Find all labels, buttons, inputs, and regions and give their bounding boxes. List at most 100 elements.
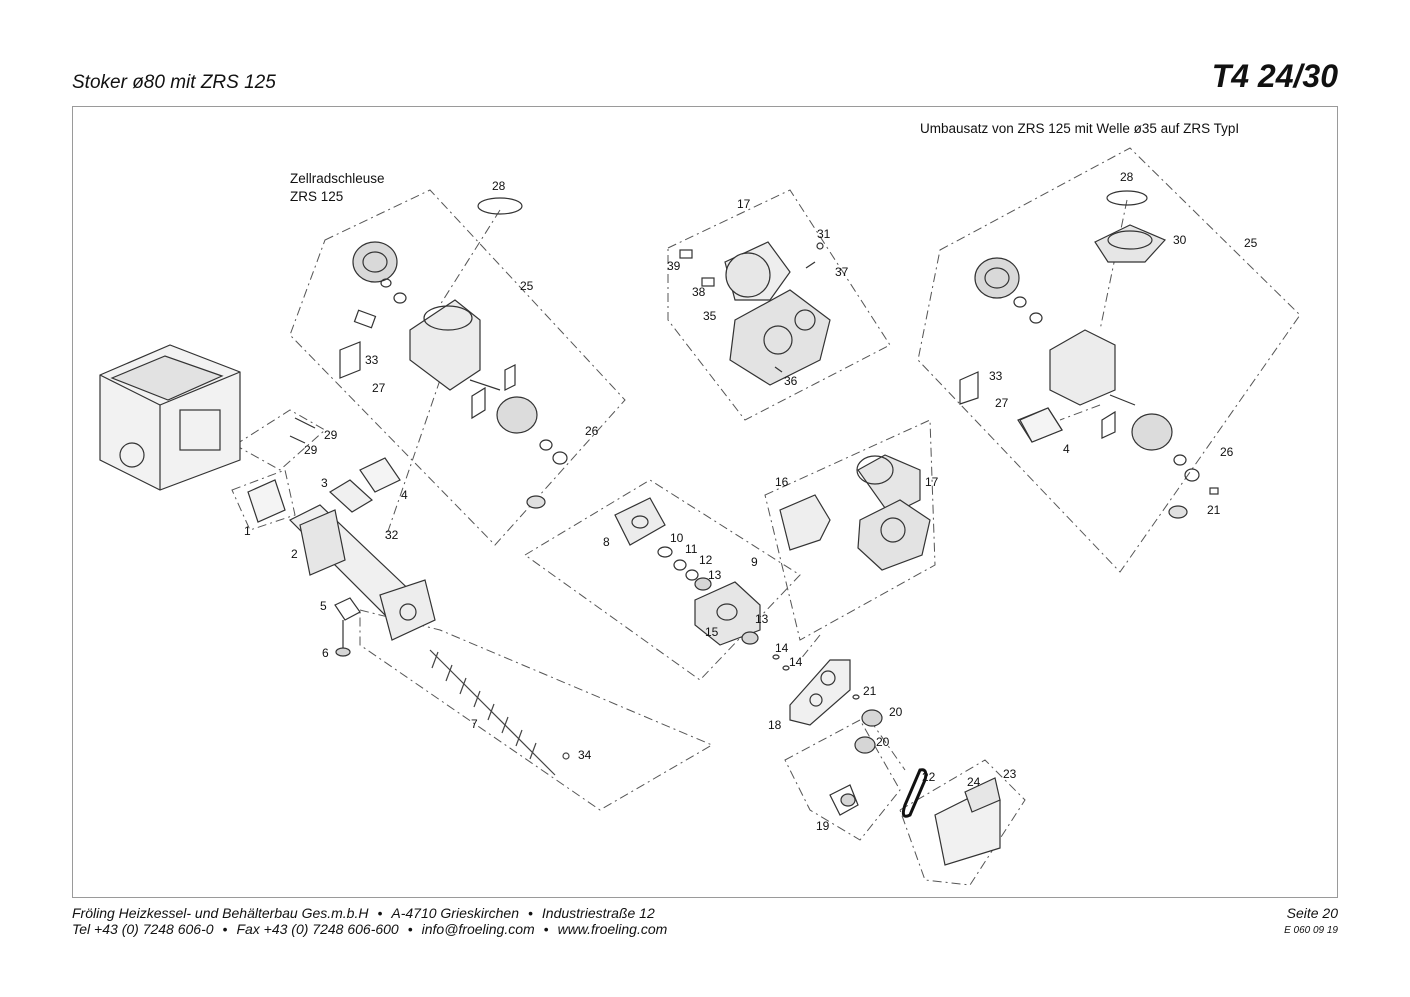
drive-motor-upper-drawing [679, 241, 831, 386]
part-number: 29 [324, 428, 338, 442]
part-number: 17 [737, 197, 751, 211]
part-number: 32 [385, 528, 399, 542]
part-number: 31 [817, 227, 831, 241]
part-number: 21 [1207, 503, 1221, 517]
page-number: Seite 20 [1286, 905, 1338, 921]
part-number: 13 [708, 568, 722, 582]
part-number: 25 [520, 279, 534, 293]
drive-motor-mid-drawing [779, 454, 931, 571]
part-number: 3 [321, 476, 328, 490]
part-number: 11 [685, 542, 698, 556]
part-number: 6 [322, 646, 329, 660]
footer-address: Fröling Heizkessel- und Behälterbau Ges.… [72, 905, 655, 921]
footer-separator: • [528, 905, 533, 921]
part-number: 21 [863, 684, 877, 698]
part-number: 19 [816, 819, 830, 833]
part-number: 35 [703, 309, 717, 323]
part-number: 10 [670, 531, 684, 545]
part-number: 37 [835, 265, 849, 279]
part-number: 27 [372, 381, 386, 395]
caption-umbausatz: Umbausatz von ZRS 125 mit Welle ø35 auf … [920, 121, 1239, 136]
footer-contact: Tel +43 (0) 7248 606-0•Fax +43 (0) 7248 … [72, 921, 667, 937]
footer-fax: Fax +43 (0) 7248 606-600 [236, 921, 399, 937]
part-number: 18 [768, 718, 782, 732]
document-code: E 060 09 19 [1284, 925, 1338, 936]
part-number: 24 [967, 775, 981, 789]
part-number: 20 [889, 705, 903, 719]
part-number: 15 [705, 625, 719, 639]
group-outline-screws [234, 409, 326, 471]
boiler-housing-drawing [99, 344, 241, 491]
part-number: 25 [1244, 236, 1258, 250]
part-number-labels: 28 17 31 37 39 38 35 36 25 33 27 29 29 2… [244, 170, 1258, 833]
part-number: 28 [492, 179, 506, 193]
part-number: 27 [995, 396, 1009, 410]
part-number: 29 [304, 443, 318, 457]
part-number: 20 [876, 735, 890, 749]
part-number: 8 [603, 535, 610, 549]
part-number: 9 [751, 555, 758, 569]
part-number: 14 [775, 641, 789, 655]
model-label: T4 24/30 [1211, 58, 1338, 94]
footer-separator: • [543, 921, 549, 937]
group-outline-zrs [289, 189, 626, 546]
chain-cover-drawing [934, 777, 1001, 866]
group-outline-motor-mid [764, 419, 936, 641]
group-outline-bearing [524, 479, 801, 681]
part-number: 34 [578, 748, 592, 762]
group-outline-flange [231, 469, 296, 531]
sprocket-drawing [829, 709, 928, 818]
group-outline-motor-upper [667, 189, 891, 421]
footer-city: A-4710 Grieskirchen [391, 905, 519, 921]
seal-ring-28 [477, 197, 523, 215]
part-number: 38 [692, 285, 706, 299]
bearing-housing-drawing [614, 497, 790, 671]
part-number: 36 [784, 374, 798, 388]
part-number: 14 [789, 655, 803, 669]
footer-street: Industriestraße 12 [541, 905, 655, 921]
feed-trough-drawing [288, 504, 436, 641]
part-number: 7 [471, 717, 478, 731]
caption-zellradschleuse: Zellradschleuse [290, 171, 385, 186]
footer-separator: • [407, 921, 413, 937]
seal-plate-4-right [1019, 407, 1063, 443]
rotary-valve-housing-drawing [339, 241, 568, 509]
part-number: 13 [755, 612, 769, 626]
support-foot-6 [335, 620, 351, 657]
group-outline-umbausatz [917, 147, 1301, 573]
caption-zrs-125: ZRS 125 [290, 189, 343, 204]
seal-plate-4 [359, 457, 401, 493]
part-number: 28 [1120, 170, 1134, 184]
part-number: 33 [365, 353, 379, 367]
part-number: 1 [244, 524, 251, 538]
pin-29-lower [289, 435, 306, 444]
part-number: 22 [922, 770, 936, 784]
flange-gasket-1 [247, 479, 286, 523]
part-number: 39 [667, 259, 681, 273]
part-number: 26 [585, 424, 599, 438]
part-number: 26 [1220, 445, 1234, 459]
part-number: 23 [1003, 767, 1017, 781]
part-number: 17 [925, 475, 939, 489]
page-title: Stoker ø80 mit ZRS 125 [72, 72, 276, 93]
cover-plate-3 [328, 479, 374, 513]
diagram-frame [72, 106, 1338, 898]
group-outline-auger [359, 609, 714, 811]
part-number: 4 [401, 488, 408, 502]
auger-screw-drawing [429, 649, 570, 776]
part-number: 16 [775, 475, 789, 489]
group-outline-chain [784, 719, 901, 841]
footer-company: Fröling Heizkessel- und Behälterbau Ges.… [72, 905, 369, 921]
bracket-5 [334, 597, 361, 621]
part-number: 5 [320, 599, 327, 613]
footer-web[interactable]: www.froeling.com [557, 921, 668, 937]
part-number: 12 [699, 553, 713, 567]
footer-email[interactable]: info@froeling.com [421, 921, 535, 937]
part-number: 4 [1063, 442, 1070, 456]
group-outline-cover [899, 759, 1026, 886]
part-number: 33 [989, 369, 1003, 383]
part-number: 30 [1173, 233, 1187, 247]
footer-separator: • [377, 905, 383, 921]
mounting-plate-drawing [789, 659, 860, 726]
